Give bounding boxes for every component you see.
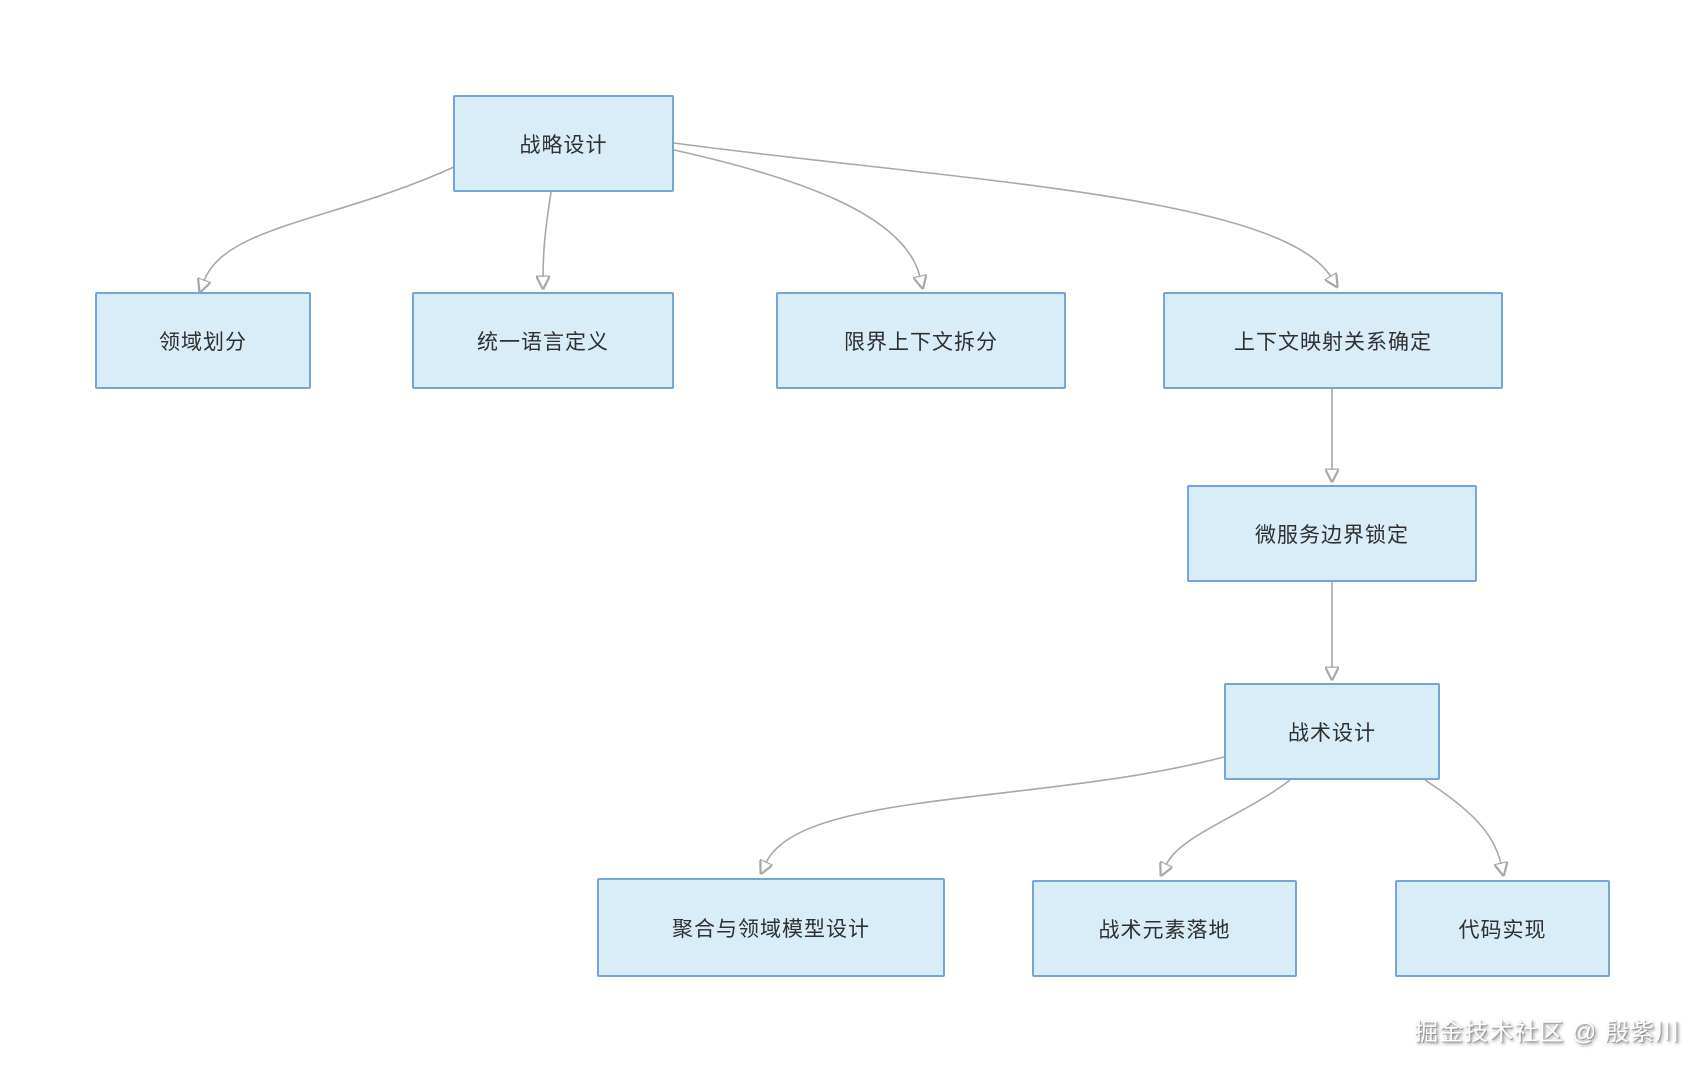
node-context-mapping-determination[interactable]: 上下文映射关系确定 xyxy=(1163,292,1503,389)
node-tactical-design[interactable]: 战术设计 xyxy=(1224,683,1440,780)
node-label: 统一语言定义 xyxy=(477,330,609,354)
node-domain-division[interactable]: 领域划分 xyxy=(95,292,311,389)
watermark: 掘金技术社区 @ 殷紫川 xyxy=(1414,1019,1680,1046)
node-strategic-design[interactable]: 战略设计 xyxy=(453,95,674,192)
node-label: 战略设计 xyxy=(519,133,608,157)
node-microservice-boundary-lock[interactable]: 微服务边界锁定 xyxy=(1187,485,1477,582)
node-label: 战术元素落地 xyxy=(1098,918,1231,942)
edge-strategic-to-mapping xyxy=(673,142,1331,277)
edge-tactical-to-aggregate xyxy=(766,756,1225,863)
node-label: 领域划分 xyxy=(159,330,247,354)
node-code-implementation[interactable]: 代码实现 xyxy=(1395,880,1610,977)
edge-strategic-to-domain xyxy=(204,165,457,281)
edge-tactical-to-code xyxy=(1424,779,1501,864)
node-aggregate-domain-model-design[interactable]: 聚合与领域模型设计 xyxy=(597,878,945,977)
node-bounded-context-split[interactable]: 限界上下文拆分 xyxy=(776,292,1066,389)
edge-strategic-to-language xyxy=(543,191,552,277)
node-label: 战术设计 xyxy=(1288,721,1376,745)
node-label: 限界上下文拆分 xyxy=(844,330,998,354)
node-label: 聚合与领域模型设计 xyxy=(672,917,870,941)
node-label: 微服务边界锁定 xyxy=(1255,523,1409,547)
edge-tactical-to-elements xyxy=(1166,779,1291,865)
node-label: 上下文映射关系确定 xyxy=(1234,330,1432,354)
node-label: 代码实现 xyxy=(1458,918,1547,942)
edge-strategic-to-bounded xyxy=(673,149,920,277)
node-tactical-elements-landing[interactable]: 战术元素落地 xyxy=(1032,880,1297,977)
node-ubiquitous-language-definition[interactable]: 统一语言定义 xyxy=(412,292,674,389)
